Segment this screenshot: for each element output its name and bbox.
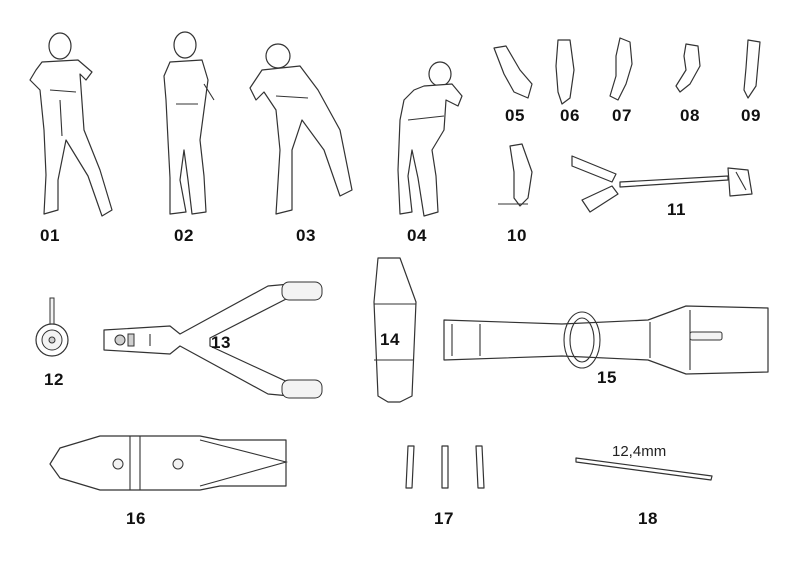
- rod-dimension-label: 12,4mm: [612, 443, 667, 460]
- part-label-18: 18: [638, 509, 658, 528]
- part-label-10: 10: [507, 226, 527, 245]
- part-label-03: 03: [296, 226, 316, 245]
- rod-18-drawing: [575, 457, 713, 481]
- figure-01-drawing: [29, 32, 113, 217]
- trolley-frame-13-drawing: [103, 281, 323, 399]
- part-label-07: 07: [612, 106, 632, 125]
- arm-08-drawing: [675, 43, 701, 93]
- arm-07-drawing: [609, 37, 633, 101]
- arm-10-drawing: [498, 143, 533, 207]
- part-label-11: 11: [667, 200, 686, 219]
- part-label-04: 04: [407, 226, 427, 245]
- part-label-09: 09: [741, 106, 761, 125]
- trolley-handle-11-drawing: [571, 155, 753, 213]
- part-label-17: 17: [434, 509, 454, 528]
- part-label-15: 15: [597, 368, 617, 387]
- part-label-13: 13: [211, 333, 231, 352]
- part-label-06: 06: [560, 106, 580, 125]
- figure-03-drawing: [249, 43, 353, 215]
- part-label-01: 01: [40, 226, 60, 245]
- part-label-16: 16: [126, 509, 146, 528]
- arm-05-drawing: [493, 45, 533, 99]
- arm-06-drawing: [555, 39, 575, 105]
- part-label-05: 05: [505, 106, 525, 125]
- arm-09-drawing: [743, 39, 761, 99]
- bomb-16-drawing: [49, 435, 289, 491]
- figure-04-drawing: [397, 61, 463, 217]
- figure-02-drawing: [163, 31, 215, 215]
- part-label-14: 14: [380, 330, 400, 349]
- cradle-14-drawing: [373, 257, 417, 403]
- strips-17-drawing: [405, 445, 485, 489]
- part-label-12: 12: [44, 370, 64, 389]
- part-label-08: 08: [680, 106, 700, 125]
- wheel-12-drawing: [35, 297, 69, 357]
- lift-frame-15-drawing: [443, 305, 769, 375]
- part-label-02: 02: [174, 226, 194, 245]
